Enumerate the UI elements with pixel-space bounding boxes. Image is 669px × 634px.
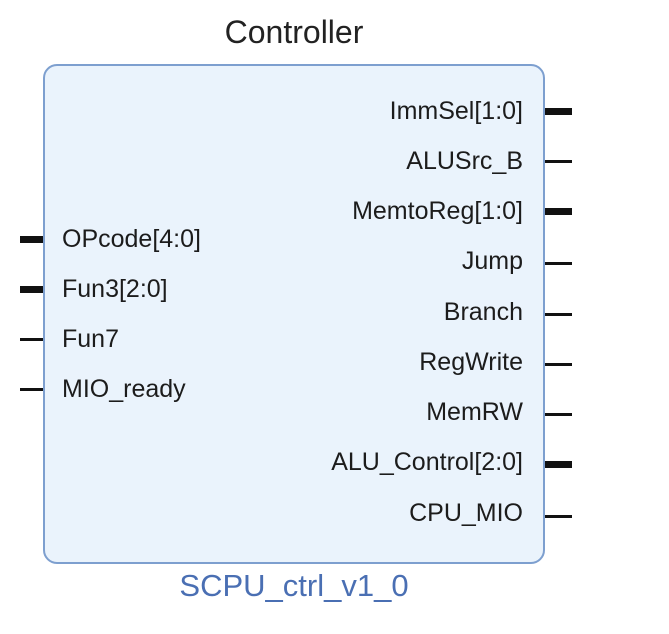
input-port-opcode: OPcode[4:0]: [62, 225, 201, 253]
output-port-memtoreg: MemtoReg[1:0]: [352, 197, 523, 225]
output-pin-immsel[interactable]: [545, 108, 572, 115]
input-pin-mio-ready[interactable]: [20, 388, 43, 391]
block-instance-name: SCPU_ctrl_v1_0: [179, 568, 409, 603]
input-pin-fun3[interactable]: [20, 286, 43, 293]
output-pin-cpu-mio[interactable]: [545, 515, 572, 518]
output-pin-regwrite[interactable]: [545, 363, 572, 366]
controller-block[interactable]: [43, 64, 545, 564]
output-pin-branch[interactable]: [545, 313, 572, 316]
output-port-regwrite: RegWrite: [419, 348, 523, 376]
output-port-branch: Branch: [443, 298, 523, 326]
block-title: Controller: [224, 14, 364, 50]
output-pin-alusrc-b[interactable]: [545, 160, 572, 163]
output-pin-jump[interactable]: [545, 262, 572, 265]
input-port-fun7: Fun7: [62, 325, 119, 353]
output-port-jump: Jump: [461, 247, 523, 275]
output-port-immsel: ImmSel[1:0]: [389, 97, 523, 125]
input-pin-fun7[interactable]: [20, 338, 43, 341]
output-port-alusrc-b: ALUSrc_B: [406, 147, 523, 175]
output-port-alu-control: ALU_Control[2:0]: [331, 448, 523, 476]
output-pin-memtoreg[interactable]: [545, 208, 572, 215]
output-port-memrw: MemRW: [426, 398, 523, 426]
output-pin-memrw[interactable]: [545, 413, 572, 416]
output-pin-alu-control[interactable]: [545, 461, 572, 468]
input-pin-opcode[interactable]: [20, 236, 43, 243]
input-port-mio-ready: MIO_ready: [62, 375, 186, 403]
output-port-cpu-mio: CPU_MIO: [409, 499, 523, 527]
input-port-fun3: Fun3[2:0]: [62, 275, 168, 303]
